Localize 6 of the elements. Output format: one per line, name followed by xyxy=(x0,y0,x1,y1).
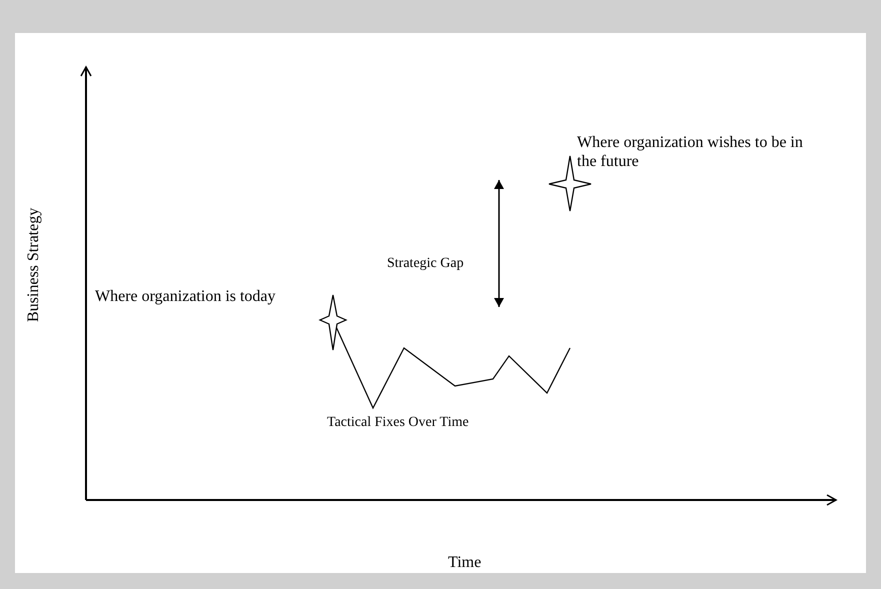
dimension-label: Strategic Gap xyxy=(387,256,464,273)
axis-title: Business Strategy xyxy=(24,208,42,322)
axis-title: Time xyxy=(448,553,482,572)
annotation-text: Where organization is today xyxy=(95,287,276,306)
annotation-text: Where organization wishes to be in the future xyxy=(577,133,804,172)
line-label: Tactical Fixes Over Time xyxy=(327,415,469,432)
